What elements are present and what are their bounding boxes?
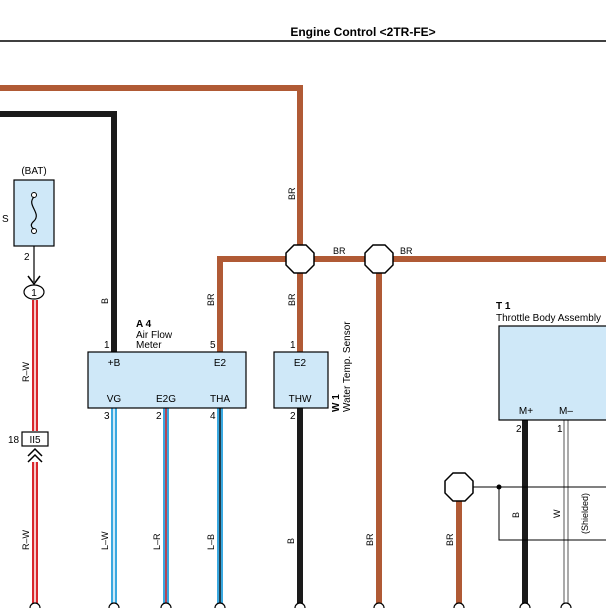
terminal-point bbox=[29, 602, 41, 608]
wire-label: BR bbox=[333, 246, 346, 256]
afm-pin-num: 2 bbox=[156, 411, 162, 422]
shield-bracket bbox=[498, 487, 606, 541]
shielded-label: (Shielded) bbox=[580, 493, 590, 534]
wts-pin-label: E2 bbox=[294, 358, 307, 369]
tb-id: T 1 bbox=[496, 301, 511, 312]
arrow-down-icon bbox=[27, 275, 41, 286]
connector-name: II5 bbox=[29, 435, 41, 446]
l-wires bbox=[111, 408, 223, 606]
connector-ii5: 18 II5 bbox=[8, 431, 49, 463]
splice-point bbox=[444, 472, 474, 502]
tb-pin-label: M– bbox=[559, 406, 573, 417]
terminal-point bbox=[453, 602, 465, 608]
water-temp-sensor: 1 E2 THW 2 W 1 Water Temp. Sensor bbox=[273, 321, 353, 422]
afm-pin-label: E2 bbox=[214, 358, 227, 369]
terminal-point bbox=[519, 602, 531, 608]
wts-id: W 1 bbox=[331, 394, 342, 412]
tb-pin-label: M+ bbox=[519, 406, 533, 417]
bat-fuse: (BAT) S 2 1 bbox=[2, 166, 55, 300]
terminal-point bbox=[294, 602, 306, 608]
splices bbox=[285, 244, 499, 502]
fuse-pin: 2 bbox=[24, 252, 30, 263]
wire-label: L–B bbox=[206, 534, 216, 550]
terminal-point bbox=[373, 602, 385, 608]
wire-label: B bbox=[511, 512, 521, 518]
page-title: Engine Control <2TR-FE> bbox=[290, 25, 435, 39]
w-wire-group bbox=[496, 420, 606, 606]
terminal-point bbox=[214, 602, 226, 608]
wire-label: R–W bbox=[21, 529, 31, 550]
wts-name: Water Temp. Sensor bbox=[342, 321, 353, 412]
chevron-up-icon bbox=[27, 453, 43, 463]
throttle-body: T 1 Throttle Body Assembly M+ 2 M– 1 bbox=[496, 301, 606, 435]
afm-pin-num: 1 bbox=[104, 340, 110, 351]
afm-pin-label: E2G bbox=[156, 394, 176, 405]
tb-pin-num: 1 bbox=[557, 424, 563, 435]
wire-label: BR bbox=[400, 246, 413, 256]
wire-label: L–W bbox=[100, 531, 110, 550]
afm-pin-label: VG bbox=[107, 394, 122, 405]
wire-label: BR bbox=[287, 187, 297, 200]
splice-point bbox=[285, 244, 315, 274]
air-flow-meter: A 4 Air Flow Meter 1 +B 5 E2 VG 3 E2G 2 … bbox=[87, 319, 247, 422]
wts-pin-num: 1 bbox=[290, 340, 296, 351]
wire-label: R–W bbox=[21, 361, 31, 382]
wire-label: BR bbox=[287, 293, 297, 306]
afm-box bbox=[87, 351, 247, 409]
tb-name: Throttle Body Assembly bbox=[496, 313, 601, 324]
b-afm-supply-wire bbox=[0, 111, 117, 352]
connector-pin: 18 bbox=[8, 435, 20, 446]
fuse-icon bbox=[30, 196, 37, 230]
fuse-box bbox=[13, 179, 55, 247]
afm-pin-num: 3 bbox=[104, 411, 110, 422]
bottom-terminals bbox=[29, 602, 572, 608]
wire-label: W bbox=[552, 509, 562, 518]
terminal-point bbox=[108, 602, 120, 608]
wire-labels: BR BR BR BR BR B R–W R–W L–W L–R L–B B B… bbox=[21, 187, 590, 550]
wire-label: L–R bbox=[152, 533, 162, 550]
afm-id: A 4 bbox=[136, 319, 152, 330]
wts-pin-label: THW bbox=[289, 394, 312, 405]
terminal-point bbox=[560, 602, 572, 608]
afm-pin-num: 5 bbox=[210, 340, 216, 351]
wire-label: BR bbox=[365, 533, 375, 546]
wire-label: BR bbox=[206, 293, 216, 306]
terminal-point bbox=[160, 602, 172, 608]
chevron-up-icon bbox=[27, 447, 43, 457]
fuse-side-letter: S bbox=[2, 214, 9, 225]
wire-label: B bbox=[286, 538, 296, 544]
afm-pin-label: THA bbox=[210, 394, 230, 405]
wire-label: B bbox=[100, 298, 110, 304]
bat-label: (BAT) bbox=[21, 166, 46, 177]
wts-pin-num: 2 bbox=[290, 411, 296, 422]
afm-name-2: Meter bbox=[136, 340, 162, 351]
wts-box bbox=[273, 351, 329, 409]
b-wires bbox=[0, 111, 528, 606]
afm-name-1: Air Flow bbox=[136, 330, 173, 341]
tb-box bbox=[498, 325, 606, 421]
afm-pin-label: +B bbox=[108, 358, 121, 369]
splice-point bbox=[364, 244, 394, 274]
junction-connector bbox=[23, 284, 45, 300]
afm-pin-num: 4 bbox=[210, 411, 216, 422]
tb-pin-num: 2 bbox=[516, 424, 522, 435]
wire-label: BR bbox=[445, 533, 455, 546]
svg-text:1: 1 bbox=[31, 288, 37, 299]
br-horizontal-wire bbox=[217, 256, 606, 352]
